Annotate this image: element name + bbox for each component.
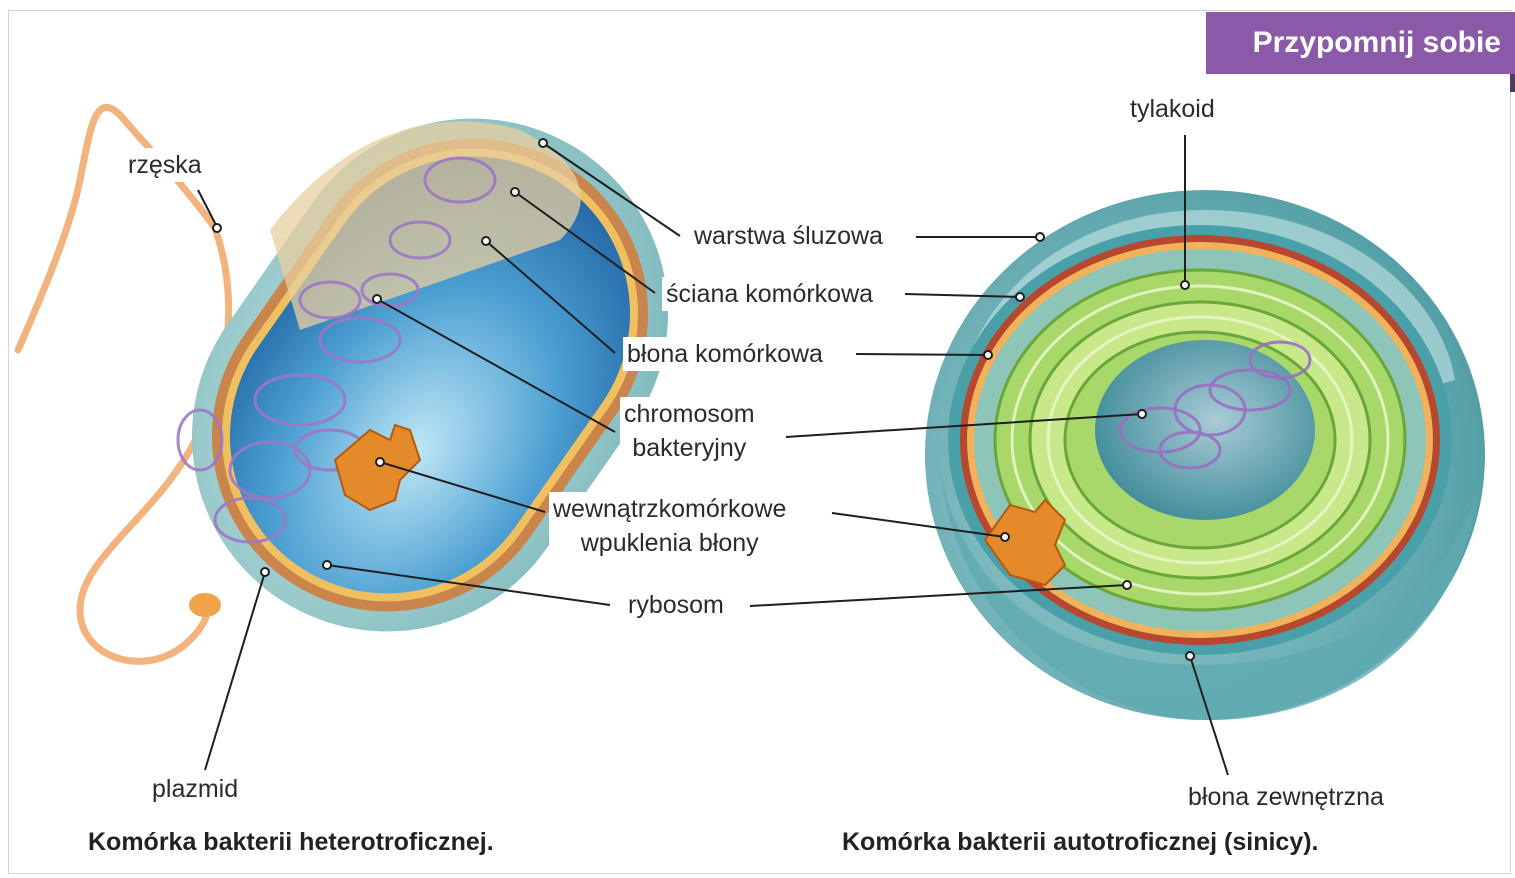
label-sciana-komorkowa: ściana komórkowa bbox=[662, 277, 877, 311]
reminder-badge: Przypomnij sobie bbox=[1206, 12, 1515, 74]
label-wpuklenia-line2: wpuklenia błony bbox=[553, 526, 786, 560]
label-rybosom: rybosom bbox=[624, 588, 728, 622]
label-warstwa-sluzowa: warstwa śluzowa bbox=[690, 219, 887, 253]
autotrophic-cell bbox=[925, 190, 1485, 720]
label-blona-zewnetrzna: błona zewnętrzna bbox=[1184, 780, 1388, 814]
label-chromosom-line1: chromosom bbox=[624, 397, 755, 431]
badge-shadow bbox=[1510, 74, 1515, 92]
label-wpuklenia-line1: wewnątrzkomórkowe bbox=[553, 492, 786, 526]
flagellum bbox=[18, 107, 229, 661]
label-blona-komorkowa: błona komórkowa bbox=[623, 337, 827, 371]
label-wpuklenia-blony: wewnątrzkomórkowe wpuklenia błony bbox=[549, 492, 790, 560]
label-chromosom-line2: bakteryjny bbox=[624, 431, 755, 465]
caption-left: Komórka bakterii heterotroficznej. bbox=[88, 828, 494, 857]
caption-right: Komórka bakterii autotroficznej (sinicy)… bbox=[842, 828, 1319, 857]
label-plazmid: plazmid bbox=[148, 772, 242, 806]
label-rzeska: rzęska bbox=[124, 148, 206, 182]
label-tylakoid: tylakoid bbox=[1126, 92, 1219, 126]
label-chromosom-bakteryjny: chromosom bakteryjny bbox=[620, 397, 759, 465]
